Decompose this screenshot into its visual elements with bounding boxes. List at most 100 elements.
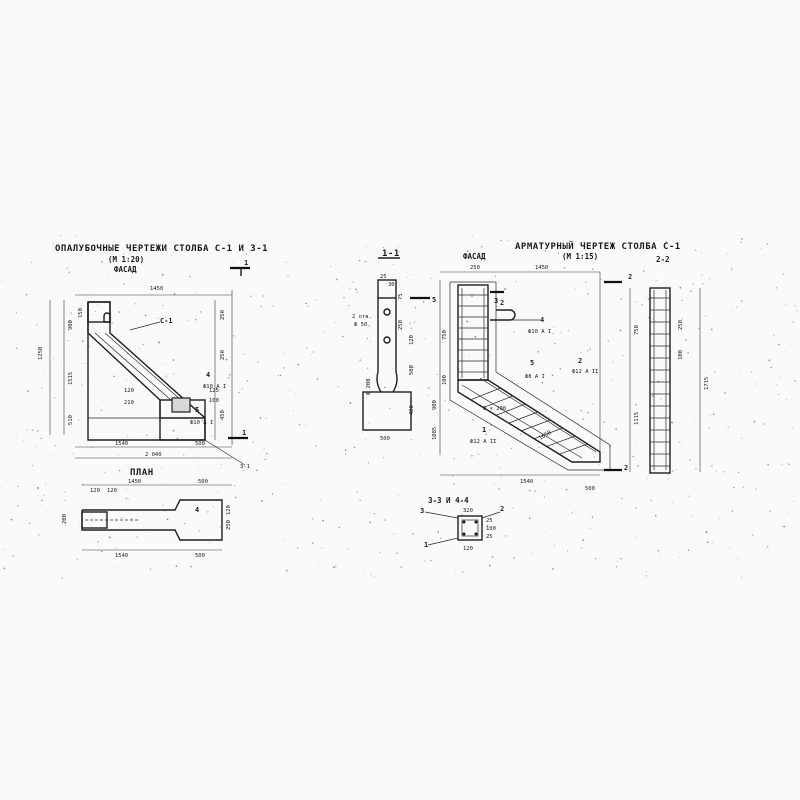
speckle-dot [238, 391, 240, 394]
speckle-dot [67, 339, 69, 342]
speckle-dot [587, 349, 589, 352]
speckle-dot [600, 243, 602, 245]
speckle-dot [202, 419, 204, 422]
speckle-dot [551, 374, 554, 377]
speckle-dot [667, 474, 670, 476]
speckle-dot [229, 374, 231, 376]
speckle-dot [349, 402, 352, 404]
speckle-dot [792, 500, 795, 502]
plan-dim-200: 200 [62, 514, 68, 524]
speckle-dot [330, 266, 332, 267]
speckle-dot [565, 410, 567, 412]
speckle-dot [621, 498, 623, 500]
s11-dim-0: 25 [380, 274, 387, 280]
speckle-dot [483, 560, 485, 562]
speckle-dot [232, 441, 234, 443]
speckle-dot [232, 334, 235, 337]
speckle-dot [345, 408, 347, 410]
speckle-dot [714, 371, 716, 373]
speckle-dot [158, 244, 160, 246]
speckle-dot [400, 566, 403, 568]
speckle-dot [330, 343, 332, 344]
section-3-3-label: 3-3 И 4-4 [428, 496, 469, 505]
speckle-dot [206, 511, 209, 513]
speckle-dot [272, 305, 274, 307]
left-title: ОПАЛУБОЧНЫЕ ЧЕРТЕЖИ СТОЛБА С-1 И 3-1 [55, 244, 268, 254]
speckle-dot [10, 518, 13, 521]
speckle-dot [453, 526, 455, 528]
speckle-dot [194, 318, 197, 321]
speckle-dot [488, 564, 491, 567]
left-dim-120: 120 [124, 388, 134, 394]
speckle-dot [198, 530, 201, 532]
speckle-dot [292, 409, 294, 411]
left-dim-500: 500 [195, 441, 205, 447]
speckle-dot [262, 295, 264, 297]
speckle-dot [706, 541, 709, 544]
speckle-dot [45, 483, 47, 485]
s22-dim-750: 750 [634, 325, 640, 335]
speckle-dot [383, 457, 384, 459]
s11-dim-1: 30 [388, 282, 395, 288]
speckle-dot [344, 449, 347, 451]
speckle-dot [659, 397, 662, 400]
speckle-dot [675, 468, 678, 471]
speckle-dot [662, 450, 664, 452]
speckle-dot [489, 429, 491, 431]
speckle-dot [655, 279, 657, 281]
speckle-dot [500, 239, 503, 242]
speckle-dot [438, 376, 440, 378]
speckle-dot [757, 475, 759, 477]
speckle-dot [478, 453, 480, 455]
left-dim-900: 900 [68, 320, 74, 330]
speckle-dot [61, 374, 63, 376]
speckle-dot [676, 543, 678, 544]
speckle-dot [373, 513, 376, 515]
speckle-dot [678, 556, 681, 559]
speckle-dot [771, 366, 774, 368]
speckle-dot [544, 249, 547, 252]
left-dim-top: 1450 [150, 286, 163, 292]
speckle-dot [785, 350, 786, 351]
speckle-dot [424, 559, 427, 562]
speckle-dot [53, 358, 55, 360]
speckle-dot [260, 305, 262, 308]
speckle-dot [635, 445, 637, 447]
speckle-dot [15, 434, 17, 436]
speckle-dot [646, 385, 647, 387]
speckle-dot [146, 531, 148, 533]
speckle-dot [323, 394, 325, 396]
inclined-stirrups [470, 387, 588, 455]
speckle-dot [125, 489, 127, 491]
speckle-dot [41, 499, 43, 502]
stirrup [559, 443, 588, 455]
speckle-dot [209, 541, 211, 543]
speckle-dot [93, 447, 95, 449]
speckle-dot [589, 528, 591, 530]
speckle-dot [321, 547, 323, 550]
speckle-dot [246, 380, 249, 382]
left-section-mark-3-1: 3-1 [240, 464, 250, 470]
right-rebar-4: Ф12 А II [470, 439, 497, 445]
speckle-dot [553, 553, 555, 555]
right-dim-l100: 100 [442, 375, 448, 385]
speckle-dot [776, 384, 778, 386]
speckle-dot [722, 470, 725, 473]
speckle-dot [88, 345, 90, 348]
left-section-mark-top: 1 [244, 259, 248, 267]
speckle-dot [608, 329, 610, 331]
s33-mark-3: 3 [420, 507, 424, 515]
speckle-dot [17, 485, 19, 488]
speckle-dot [43, 249, 45, 251]
speckle-dot [245, 253, 248, 255]
right-section-mark-2-bottom: 2 [624, 464, 628, 472]
speckle-dot [366, 269, 367, 270]
speckle-dot [495, 275, 497, 277]
speckle-dot [724, 392, 727, 394]
speckle-dot [766, 242, 768, 245]
speckle-dot [471, 235, 473, 237]
speckle-dot [436, 406, 438, 408]
speckle-dot [75, 235, 77, 237]
speckle-dot [252, 247, 253, 249]
speckle-dot [540, 429, 542, 431]
